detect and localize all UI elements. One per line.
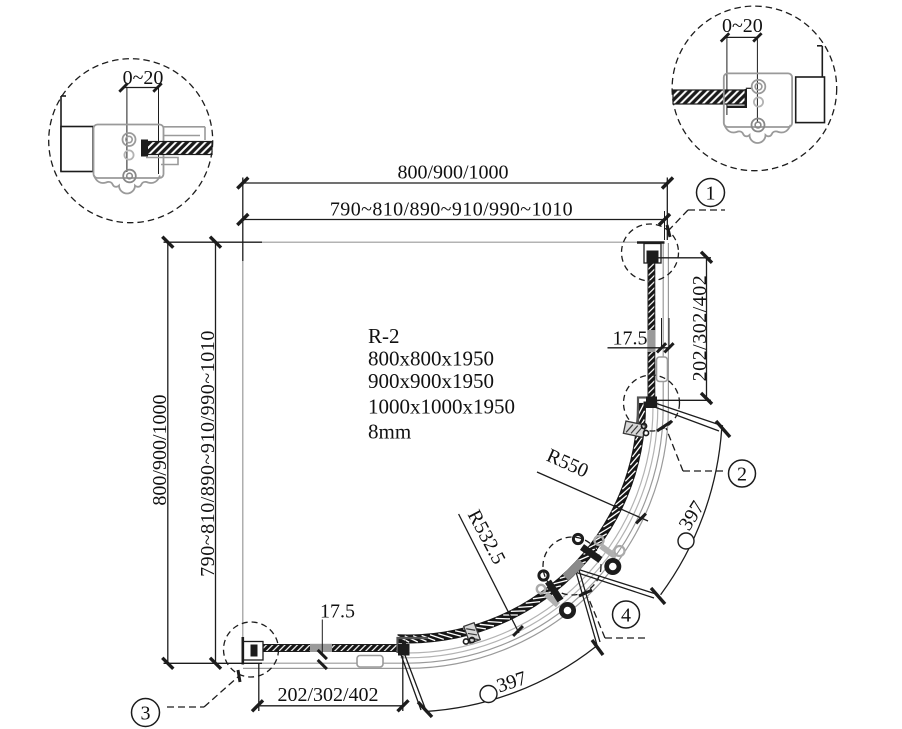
svg-text:397: 397 bbox=[494, 667, 529, 697]
svg-text:1: 1 bbox=[706, 183, 716, 205]
svg-text:8mm: 8mm bbox=[368, 420, 411, 444]
svg-text:790~810/890~910/990~1010: 790~810/890~910/990~1010 bbox=[197, 330, 219, 577]
svg-text:3: 3 bbox=[141, 703, 151, 725]
svg-text:202/302/402: 202/302/402 bbox=[277, 684, 378, 706]
svg-text:0~20: 0~20 bbox=[722, 15, 763, 37]
svg-text:202/302/402: 202/302/402 bbox=[689, 275, 711, 382]
svg-text:0~20: 0~20 bbox=[123, 67, 164, 89]
svg-text:R-2: R-2 bbox=[368, 324, 400, 348]
svg-text:397: 397 bbox=[675, 497, 710, 534]
svg-text:R550: R550 bbox=[543, 445, 592, 483]
svg-text:800/900/1000: 800/900/1000 bbox=[149, 394, 171, 505]
svg-text:800x800x1950: 800x800x1950 bbox=[368, 347, 494, 371]
svg-text:2: 2 bbox=[737, 464, 747, 486]
svg-text:4: 4 bbox=[621, 605, 631, 627]
svg-text:1000x1000x1950: 1000x1000x1950 bbox=[368, 395, 515, 419]
svg-text:17.5: 17.5 bbox=[613, 328, 648, 350]
svg-text:790~810/890~910/990~1010: 790~810/890~910/990~1010 bbox=[330, 199, 573, 221]
svg-text:17.5: 17.5 bbox=[320, 601, 355, 623]
svg-text:800/900/1000: 800/900/1000 bbox=[397, 162, 508, 184]
svg-text:900x900x1950: 900x900x1950 bbox=[368, 369, 494, 393]
